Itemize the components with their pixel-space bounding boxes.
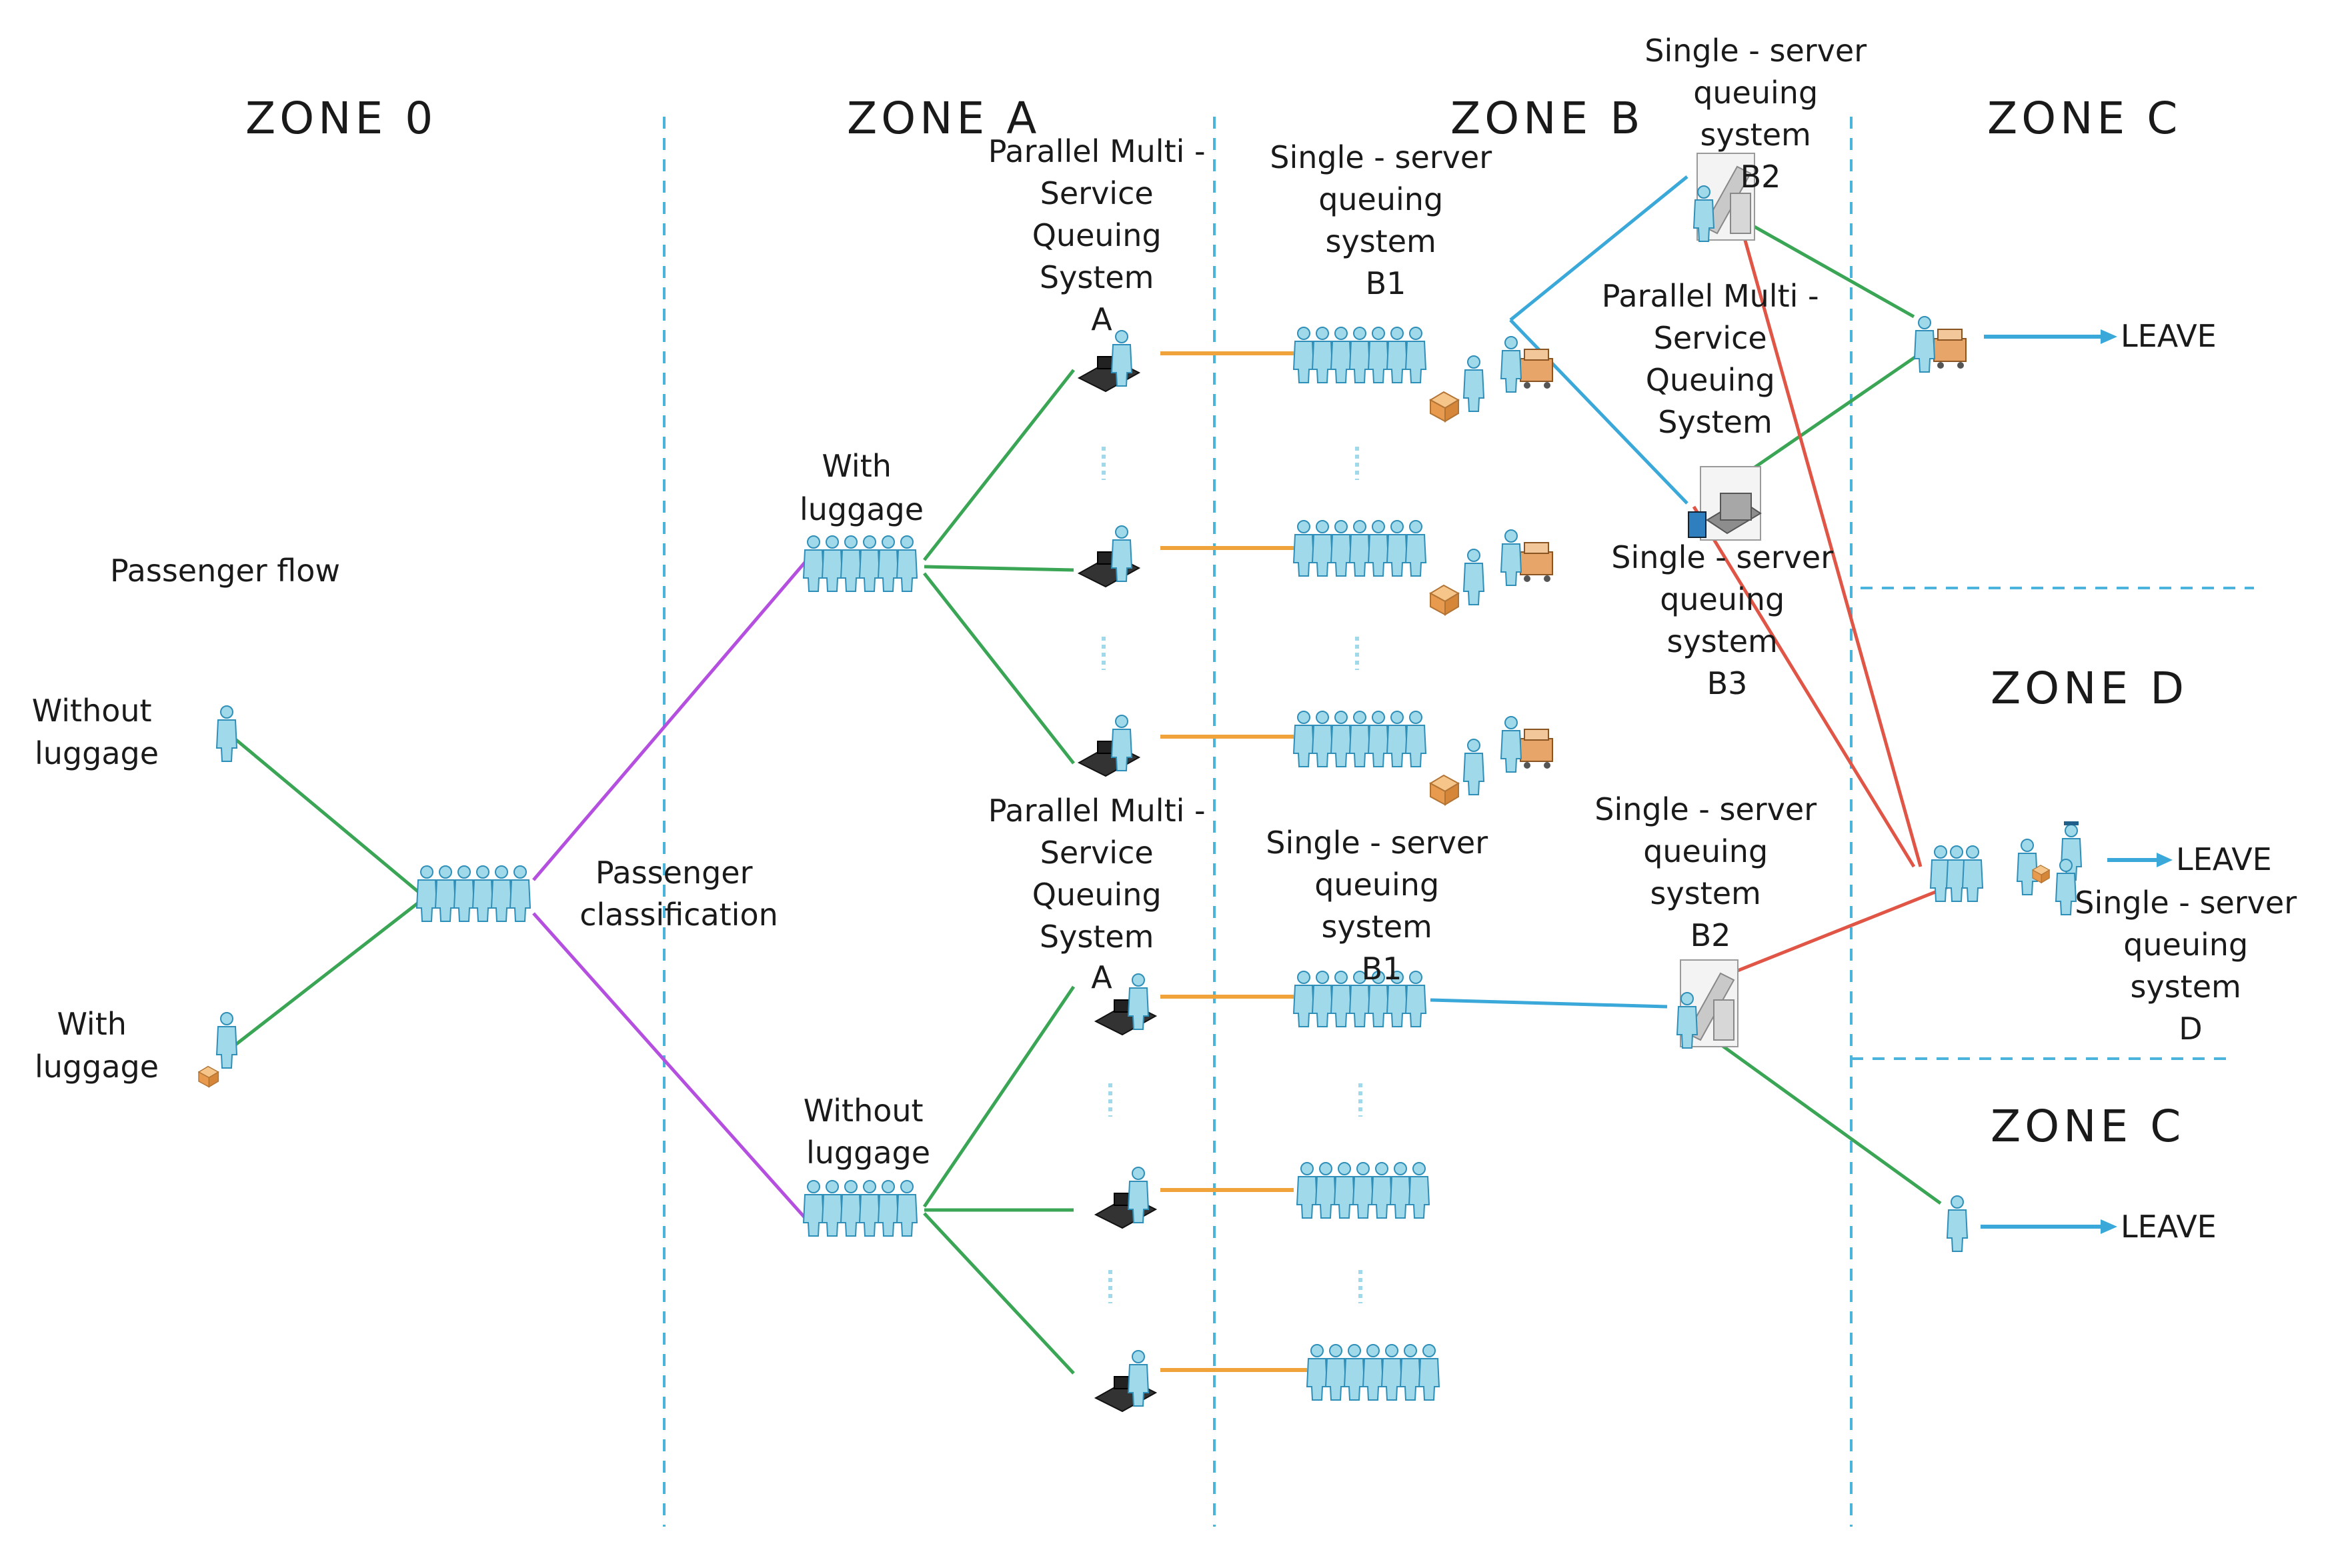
checkin-terminal-icon-6 (1096, 1351, 1156, 1411)
zone-dividers (663, 117, 2254, 1527)
arrowhead-zone-d-leave (2157, 853, 2173, 867)
queue-icon-b1-5 (1296, 1162, 1430, 1219)
queue-icon-b1-4 (1293, 971, 1426, 1027)
crowd-icon-entry (416, 865, 531, 922)
arrowhead-zone-c-bottom-leave (2101, 1219, 2117, 1234)
left-labels: Passenger flow Without luggage With lugg… (32, 553, 778, 1085)
luggage-cart-icon-zone-c (1915, 317, 1966, 372)
zone-d-label: ZONE D (1991, 663, 2188, 714)
zone-d-labels: Single - server queuing system D (2075, 885, 2307, 1047)
arrow-without-luggage-to-crowd (233, 737, 421, 895)
arrow-b1-to-b2-top (1509, 175, 1688, 321)
luggage-cart-icon-3 (1501, 717, 1552, 772)
arrow-with-luggage-to-a1 (923, 369, 1075, 561)
luggage-cart-icon-1 (1501, 337, 1552, 392)
arrow-classification-with-luggage (532, 559, 808, 881)
crowd-icon-without-luggage (803, 1180, 918, 1237)
flow-arrows (233, 175, 2173, 1375)
arrowhead-zone-c-top-leave (2101, 329, 2117, 344)
arrow-without-luggage-to-a4 (922, 985, 1076, 1208)
arrow-with-luggage-to-a2 (924, 565, 1074, 572)
checkin-terminal-icon-3 (1079, 715, 1139, 776)
crowd-icon-with-luggage (803, 535, 918, 592)
arrow-with-luggage-to-a3 (923, 572, 1075, 765)
b3-label: Single - server queuing system B3 (1611, 539, 1843, 701)
parallel-multi-service-mid-label: Parallel Multi - Service Queuing System (1602, 278, 1829, 440)
zone-a-labels: With luggage Without luggage Parallel Mu… (800, 133, 1216, 1171)
leave-bottom-label: LEAVE (2121, 1209, 2217, 1245)
zone-0-label: ZONE 0 (245, 93, 437, 144)
leave-middle-label: LEAVE (2176, 841, 2272, 877)
checkin-terminal-icon-5 (1096, 1167, 1156, 1228)
arrow-b3-to-d (1692, 505, 1916, 868)
arrow-classification-without-luggage (532, 912, 808, 1221)
zone-b-label: ZONE B (1450, 93, 1644, 144)
b1-top-label: Single - server queuing system B1 (1270, 139, 1502, 301)
system-a-bottom-label: Parallel Multi - Service Queuing System … (988, 793, 1216, 995)
checkin-terminal-icon-1 (1079, 331, 1139, 391)
suitcase-icon (198, 1065, 219, 1088)
luggage-cart-icon-2 (1501, 530, 1552, 585)
queue-icon-b1-6 (1306, 1344, 1440, 1401)
passenger-flow-label: Passenger flow (110, 553, 340, 589)
b1-bottom-label: Single - server queuing system B1 (1266, 825, 1498, 987)
queue-icon-b1-1 (1293, 327, 1426, 383)
zone-labels: ZONE 0 ZONE A ZONE B ZONE C ZONE D ZONE … (245, 93, 2188, 1152)
arrow-b2-top-to-d (1732, 199, 1923, 867)
without-luggage-group-label: Without luggage (804, 1093, 933, 1171)
baggage-drop-icon-2 (1430, 549, 1484, 615)
zone-b-labels: Single - server queuing system B1 Single… (1266, 33, 1877, 987)
baggage-drop-icon-1 (1430, 355, 1484, 422)
system-a-top-label: Parallel Multi - Service Queuing System … (988, 133, 1216, 337)
leave-top-label: LEAVE (2121, 318, 2217, 354)
without-luggage-label: Without luggage (32, 693, 161, 771)
queue-icon-zone-d (1930, 845, 1983, 902)
security-scanner-icon-b2-bottom (1677, 960, 1738, 1048)
exit-labels: LEAVE LEAVE LEAVE (2121, 318, 2272, 1245)
arrow-with-luggage-to-crowd (233, 900, 421, 1047)
checkin-terminal-icon-2 (1079, 526, 1139, 587)
passenger-classification-label: Passenger classification (579, 855, 778, 933)
arrow-b2-bottom-to-zone-c (1699, 1028, 1942, 1205)
person-icon-with-luggage (216, 1012, 237, 1069)
inspection-icon-zone-d (2017, 821, 2081, 915)
arrow-without-luggage-to-a6 (923, 1212, 1075, 1375)
zone-c-top-label: ZONE C (1987, 93, 2181, 144)
person-icon-zone-c-bottom (1947, 1195, 1968, 1252)
xray-machine-icon (1688, 466, 1761, 541)
zone-c-bottom-label: ZONE C (1991, 1101, 2185, 1152)
b2-top-label: Single - server queuing system B2 (1644, 33, 1877, 195)
person-icons (198, 153, 2081, 1411)
zone-a-label: ZONE A (847, 93, 1040, 144)
baggage-drop-icon-3 (1430, 739, 1484, 805)
queue-icon-b1-3 (1293, 711, 1426, 767)
b2-bottom-label: Single - server queuing system B2 (1594, 791, 1827, 953)
person-icon-without-luggage (216, 705, 237, 762)
with-luggage-label: With luggage (35, 1006, 159, 1085)
small-dotted-separators (1102, 447, 1362, 1303)
system-d-label: Single - server queuing system D (2075, 885, 2307, 1047)
arrow-b1-bottom-to-b2 (1430, 998, 1668, 1009)
with-luggage-group-label: With luggage (800, 448, 924, 527)
queue-icon-b1-2 (1293, 520, 1426, 577)
